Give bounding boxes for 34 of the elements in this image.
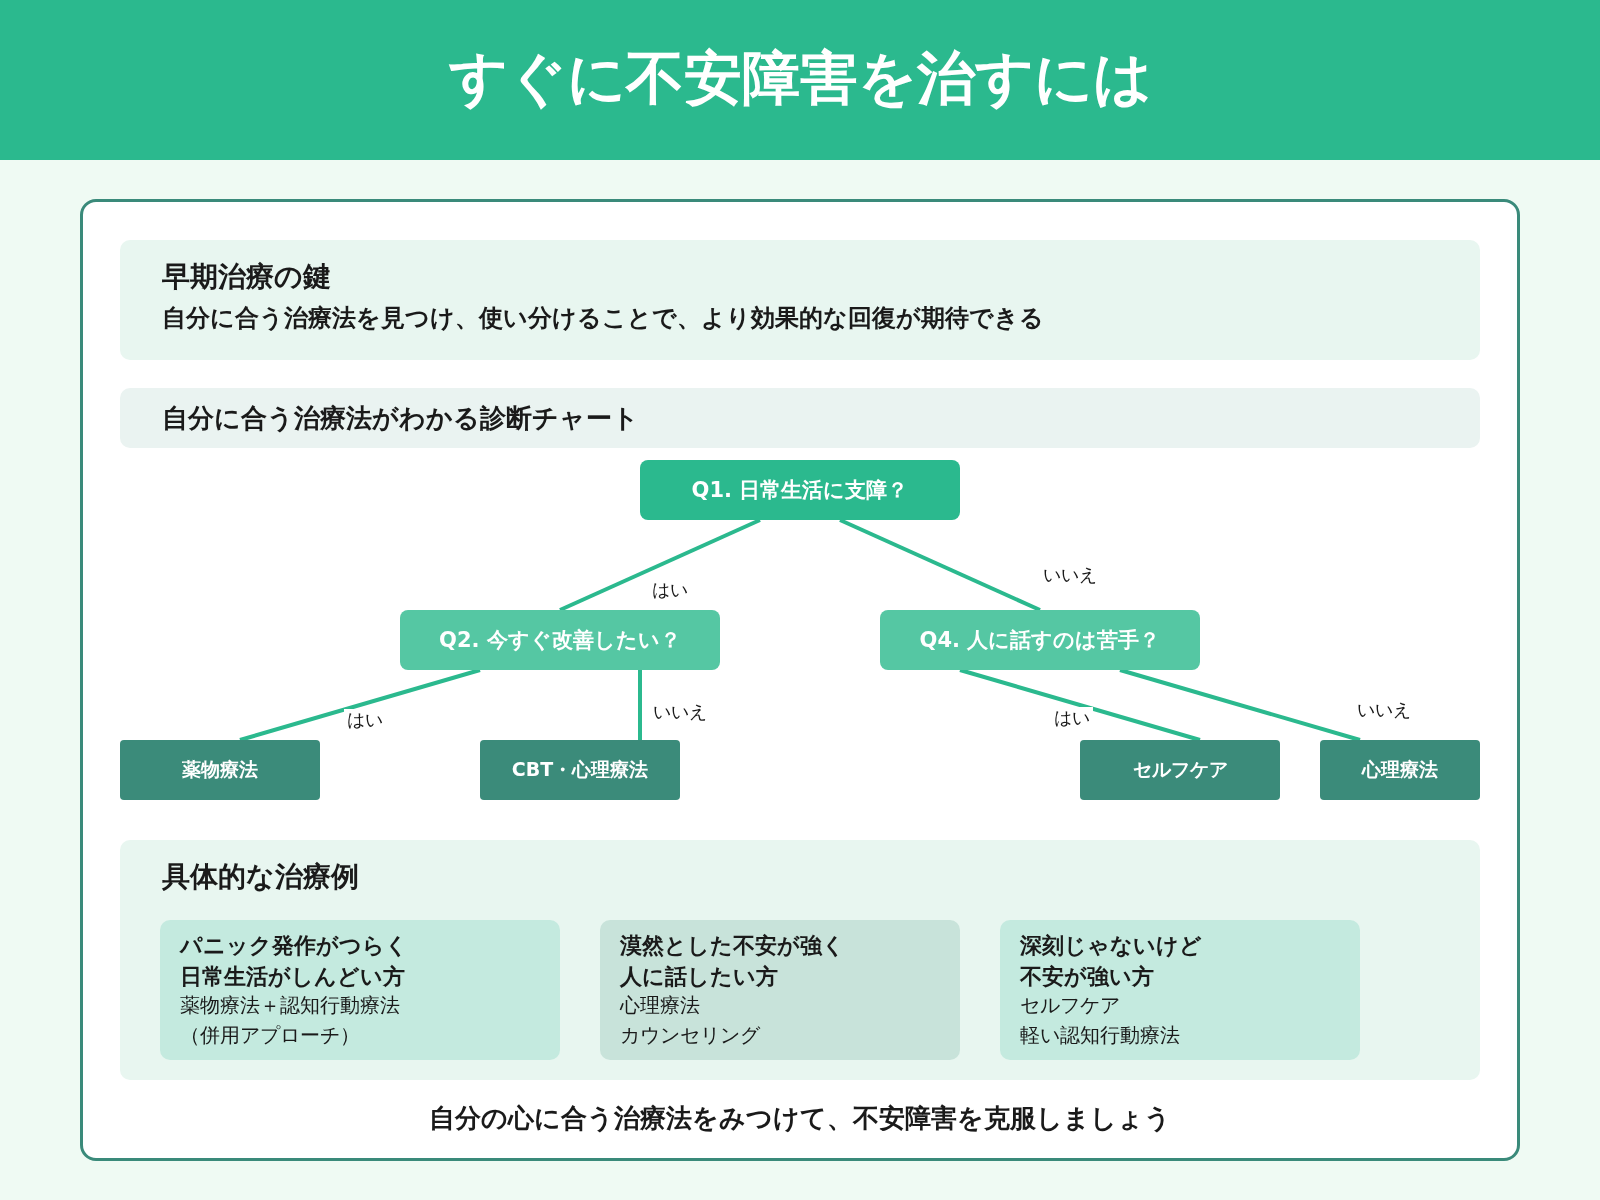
case-text: セルフケア [1020, 992, 1121, 1019]
question-box: Q4. 人に話すのは苦手？ [880, 610, 1200, 670]
case-text: 薬物療法＋認知行動療法（併用アプローチ） [180, 992, 401, 1049]
connector-line [638, 670, 642, 740]
connector-line [559, 518, 761, 612]
connector-line [959, 668, 1201, 742]
case-title: パニック発作がつらく日常生活がしんどい方 [180, 932, 409, 991]
case-text: 軽い認知行動療法 [1020, 1022, 1181, 1049]
treatment-box: セルフケア [1080, 740, 1280, 800]
panel-text: 自分に合う治療法を見つけ、使い分けることで、より効果的な回復が期待できる [162, 303, 1044, 334]
panel-heading: 早期治療の鍵 [162, 259, 331, 295]
section-heading: 具体的な治療例 [162, 859, 359, 895]
case-text: カウンセリング [620, 1022, 761, 1049]
treatment-box: 薬物療法 [120, 740, 320, 800]
connector-line [839, 518, 1041, 612]
case-card [160, 920, 560, 1060]
connector-line [1119, 668, 1361, 742]
question-box: Q2. 今すぐ改善したい？ [400, 610, 720, 670]
edge-label: はい [630, 577, 710, 603]
case-title: 深刻じゃないけど不安が強い方 [1020, 932, 1203, 991]
treatment-box: CBT・心理療法 [480, 740, 680, 800]
closing-note: 自分の心に合う治療法をみつけて、不安障害を克服しましょう [428, 1102, 1172, 1135]
connector-line [239, 668, 481, 742]
chart-heading: 自分に合う治療法がわかる診断チャート [162, 402, 639, 435]
case-card [600, 920, 960, 1060]
question-box: Q1. 日常生活に支障？ [640, 460, 960, 520]
edge-label: はい [1032, 705, 1112, 731]
case-text: 心理療法 [620, 992, 701, 1019]
treatment-box: 心理療法 [1320, 740, 1480, 800]
section-panel [120, 840, 1480, 1080]
case-card [1000, 920, 1360, 1060]
case-title: 漠然とした不安が強く人に話したい方 [620, 932, 846, 991]
edge-label: はい [325, 707, 405, 733]
page-title: すぐに不安障害を治すには [447, 43, 1153, 114]
